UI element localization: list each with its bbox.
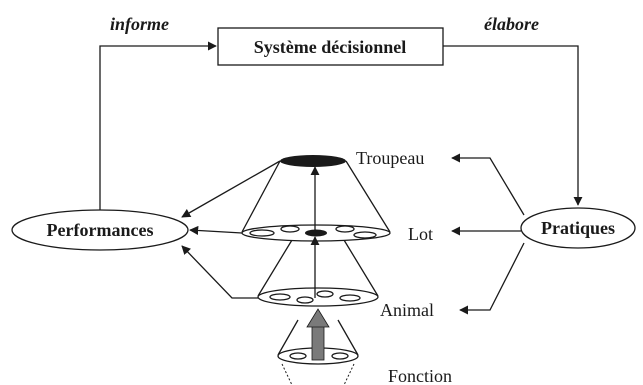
performances-label: Performances <box>47 220 154 240</box>
decision-system-label: Système décisionnel <box>254 37 407 57</box>
elabore-label: élabore <box>484 14 539 34</box>
animal-cell <box>296 296 314 304</box>
animal-cell <box>269 293 291 301</box>
fonction-cell <box>289 352 307 360</box>
lot-cell <box>280 225 300 233</box>
troupeau-cone <box>241 160 391 233</box>
lot-to-performances-arrow <box>189 225 243 236</box>
troupeau-disk <box>280 155 346 167</box>
lot-cell <box>353 231 377 239</box>
animal-cell <box>339 294 361 302</box>
level-label-fonction: Fonction <box>388 366 452 385</box>
informe-arrow <box>99 41 217 212</box>
lot-cell <box>249 229 275 237</box>
animal-cell <box>316 290 334 298</box>
pratiques-to-animal-arrow <box>459 242 525 315</box>
decision-system-box <box>217 27 444 66</box>
informe-label: informe <box>110 14 169 34</box>
level-label-animal: Animal <box>380 300 434 320</box>
fonction-cell <box>331 352 349 360</box>
fonction-cone <box>277 319 359 356</box>
pratiques-node <box>520 207 636 249</box>
fonction-cone-dotted <box>281 363 355 385</box>
level-label-lot: Lot <box>408 224 433 244</box>
pratiques-label: Pratiques <box>541 218 615 238</box>
performances-node <box>11 209 189 251</box>
troupeau-to-performances-arrow <box>181 160 281 218</box>
animal-cone <box>257 239 379 297</box>
lot-cell <box>335 225 355 233</box>
lot-cell <box>305 229 327 237</box>
central-thick-arrow-head <box>306 308 330 328</box>
central-thick-arrow-shaft <box>311 325 325 361</box>
elabore-arrow <box>443 45 583 206</box>
pratiques-to-troupeau-arrow <box>451 153 525 216</box>
level-label-troupeau: Troupeau <box>356 148 424 168</box>
animal-to-performances-arrow <box>181 245 258 299</box>
